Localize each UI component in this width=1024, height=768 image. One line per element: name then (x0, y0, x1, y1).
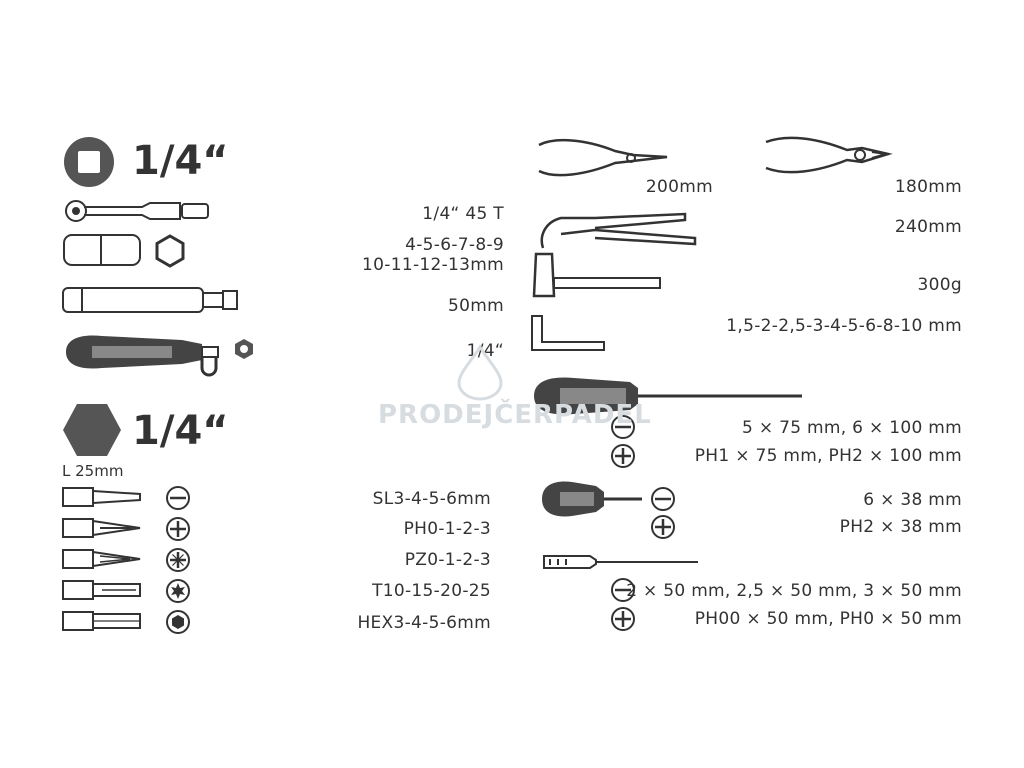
ratchet-icon (65, 200, 209, 222)
hexagon-socket-icon (155, 234, 185, 268)
section-title-drive: 1/4“ (132, 138, 229, 184)
sockets-label-2: 10-11-12-13mm (362, 255, 504, 275)
precision-ph-label: PH00 × 50 mm, PH0 × 50 mm (694, 609, 962, 629)
screwdriver-ph-icon (611, 444, 635, 468)
extension-label: 50mm (448, 296, 504, 316)
bit-label-pozidriv: PZ0-1-2-3 (404, 550, 491, 570)
phillips-icon (166, 517, 190, 541)
bit-length-label: L 25mm (62, 462, 124, 480)
screwdriver-slot-icon (611, 415, 635, 439)
nut-icon (235, 339, 253, 359)
stubby-ph-icon (651, 515, 675, 539)
stubby-screwdriver-icon (542, 481, 642, 517)
bit-label-slot: SL3-4-5-6mm (372, 489, 491, 509)
precision-ph-icon (611, 607, 635, 631)
screwdriver-ph-label: PH1 × 75 mm, PH2 × 100 mm (694, 446, 962, 466)
phillips-bit-icon (62, 518, 141, 538)
needle-nose-pliers-icon (538, 139, 668, 177)
hex-shank-icon (63, 404, 121, 456)
pliers-180-label: 180mm (894, 177, 962, 197)
precision-screwdriver-icon (543, 555, 698, 569)
stubby-slot-icon (651, 487, 675, 511)
hex-icon (166, 610, 190, 634)
stubby-ph-label: PH2 × 38 mm (839, 517, 962, 537)
watermark-text: PRODEJČERPADEL (378, 400, 652, 430)
screwdriver-slot-label: 5 × 75 mm, 6 × 100 mm (742, 418, 962, 438)
watermark-drop-icon (457, 344, 503, 401)
precision-slot-label: 2 × 50 mm, 2,5 × 50 mm, 3 × 50 mm (626, 581, 962, 601)
sockets-label-1: 4-5-6-7-8-9 (405, 235, 504, 255)
hammer-label: 300g (917, 275, 962, 295)
screwdriver-icon (534, 377, 802, 415)
stubby-slot-label: 6 × 38 mm (863, 490, 962, 510)
hex-bit-icon (62, 611, 141, 631)
water-pump-pliers-icon (540, 212, 697, 249)
bit-label-phillips: PH0-1-2-3 (403, 519, 491, 539)
bit-label-hex: HEX3-4-5-6mm (357, 613, 491, 633)
hammer-icon (532, 252, 661, 298)
bit-label-torx: T10-15-20-25 (372, 581, 491, 601)
bit-driver-label: 1/4“ (466, 341, 504, 361)
torx-icon (166, 579, 190, 603)
magnet-holder-icon (200, 358, 218, 377)
section-title-bits: 1/4“ (132, 408, 229, 454)
ratchet-label: 1/4“ 45 T (422, 204, 504, 224)
precision-slot-icon (611, 578, 635, 602)
hex-keys-label: 1,5-2-2,5-3-4-5-6-8-10 mm (726, 316, 962, 336)
slot-bit-icon (62, 487, 141, 507)
combination-pliers-icon (765, 136, 893, 174)
extension-bar-icon (62, 287, 238, 313)
square-drive-icon (64, 137, 114, 187)
pliers-200-label: 200mm (645, 177, 713, 197)
torx-bit-icon (62, 580, 141, 600)
bit-driver-icon (66, 335, 219, 369)
hex-key-icon (531, 315, 605, 351)
water-pump-pliers-label: 240mm (894, 217, 962, 237)
pozidriv-icon (166, 548, 190, 572)
pozidriv-bit-icon (62, 549, 141, 569)
socket-icon (63, 234, 141, 266)
slot-icon (166, 486, 190, 510)
